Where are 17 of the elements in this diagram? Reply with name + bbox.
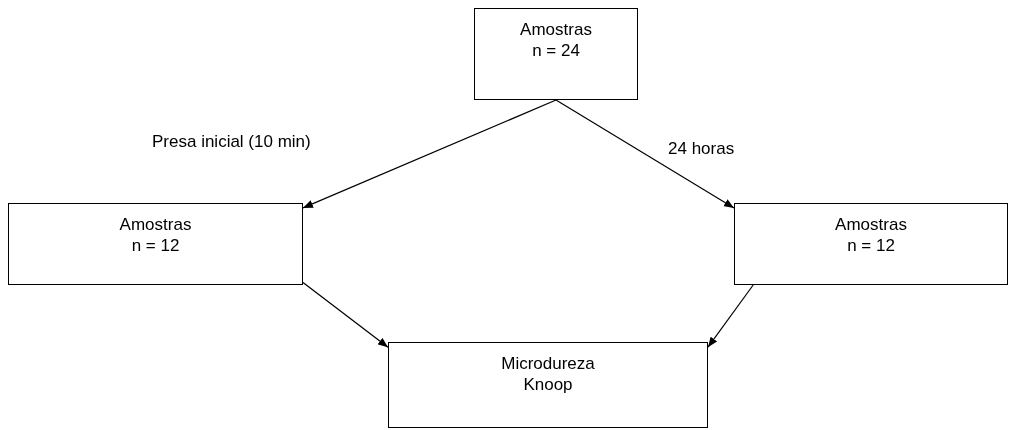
box-text: Microdureza [501,353,595,374]
box-text: Amostras [520,19,592,40]
arrow [302,281,389,348]
arrow [302,99,557,209]
edge-label: Presa inicial (10 min) [152,132,311,152]
box-text: n = 12 [131,235,180,256]
arrow [555,99,735,209]
box-text: n = 12 [847,235,895,256]
process-box [388,342,708,428]
box-text: Amostras [119,214,192,235]
box-text: n = 24 [532,40,580,61]
box-text: Knoop [523,374,573,395]
arrow [707,284,754,348]
process-box [8,203,303,285]
process-box [474,8,638,100]
box-text: Amostras [835,214,907,235]
process-box [734,203,1008,285]
